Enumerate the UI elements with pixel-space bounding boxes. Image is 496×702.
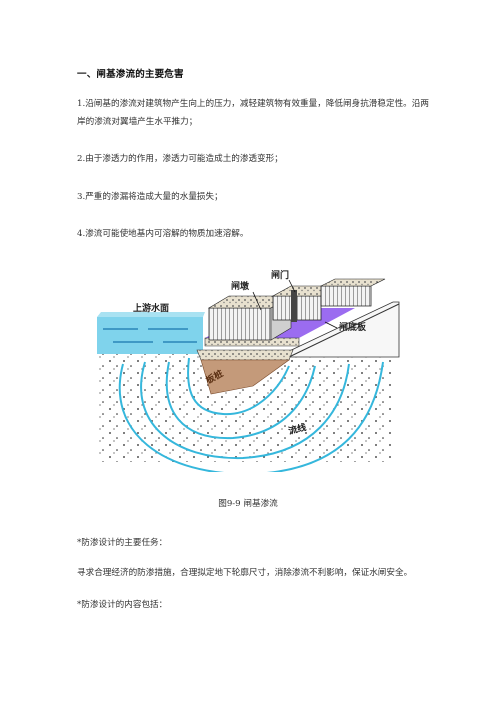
point-1: 1.沿闸基的渗流对建筑物产生向上的压力，减轻建筑物有效重量，降低闸身抗滑稳定性。… — [77, 99, 429, 127]
point-4: 4.渗流可能使地基内可溶解的物质加速溶解。 — [77, 229, 249, 239]
sheet-pile — [200, 359, 290, 395]
figure-caption: 图9-9 闸基渗流 — [218, 499, 278, 509]
pier-block-1 — [208, 307, 272, 341]
point-2: 2.由于渗透力的作用，渗透力可能造成土的渗透变形； — [77, 154, 283, 164]
design-tasks-title: *防渗设计的主要任务： — [77, 538, 168, 548]
label-gate: 闸门 — [271, 269, 289, 281]
pier-block-3 — [320, 285, 372, 307]
gate-leaf — [291, 290, 297, 322]
sluice-seepage-figure: 闸墩 闸门 上游水面 闸底板 板桩 流线 — [93, 262, 405, 476]
point-3: 3.严重的渗漏将造成大量的水量损失； — [77, 192, 223, 202]
label-pier: 闸墩 — [231, 280, 250, 292]
upstream-water — [97, 317, 203, 354]
design-tasks-text: 寻求合理经济的防渗措施，合理拟定地下轮廓尺寸，消除渗流不利影响，保证水闸安全。 — [77, 568, 413, 578]
seepage-diagram: 闸墩 闸门 上游水面 闸底板 板桩 流线 — [97, 269, 400, 476]
label-floor: 闸底板 — [339, 321, 367, 333]
label-upstream-water: 上游水面 — [133, 302, 169, 314]
foundation-soil — [97, 354, 393, 462]
design-content-title: *防渗设计的内容包括： — [77, 600, 168, 610]
section-heading: 一、闸基渗流的主要危害 — [77, 69, 184, 80]
